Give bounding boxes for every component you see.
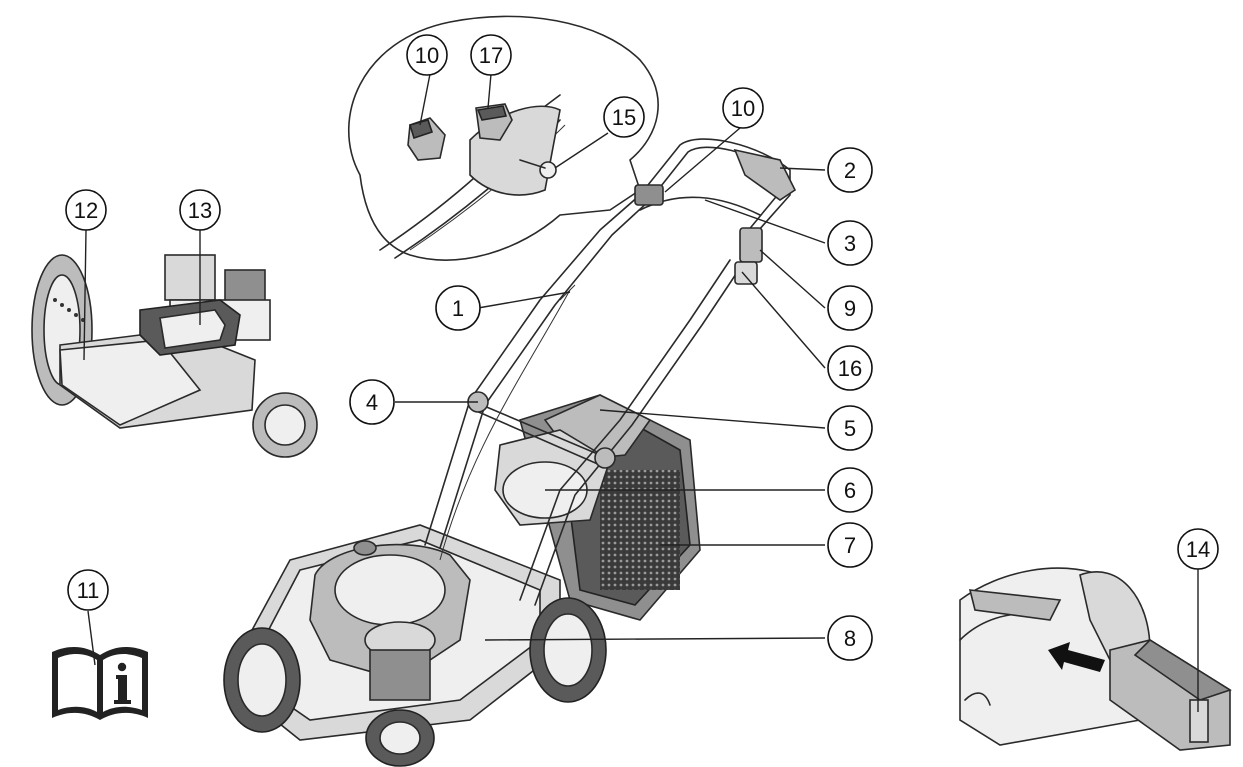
- mulch-insert-detail: [959, 567, 1232, 751]
- mulch-plug-handle: [1189, 699, 1209, 743]
- svg-text:8: 8: [844, 626, 856, 651]
- svg-text:4: 4: [366, 390, 378, 415]
- callout-4: 4: [349, 379, 395, 425]
- ignition-key-detail: [539, 161, 557, 179]
- callout-10-top: 10: [406, 34, 448, 76]
- callout-13: 13: [179, 189, 221, 231]
- front-left-wheel: [223, 627, 301, 733]
- handle-detail-bubble: [347, 15, 659, 261]
- throttle-control: [634, 184, 664, 206]
- callout-15: 15: [603, 96, 645, 138]
- callout-7: 7: [827, 522, 873, 568]
- callout-6: 6: [827, 467, 873, 513]
- callout-9: 9: [827, 285, 873, 331]
- callout-1: 1: [435, 285, 481, 331]
- svg-text:13: 13: [188, 198, 212, 223]
- svg-text:3: 3: [844, 231, 856, 256]
- svg-text:14: 14: [1186, 537, 1210, 562]
- handle-bar-top: [733, 148, 797, 201]
- callout-8: 8: [827, 615, 873, 661]
- svg-text:10: 10: [731, 96, 755, 121]
- svg-text:9: 9: [844, 296, 856, 321]
- callout-circles: 10 17 15 10 2 3 9 16: [65, 34, 1219, 661]
- manual-icon: [52, 646, 148, 720]
- svg-text:11: 11: [77, 578, 100, 603]
- callout-3: 3: [827, 220, 873, 266]
- svg-text:16: 16: [838, 356, 862, 381]
- svg-text:15: 15: [612, 105, 636, 130]
- callout-10-handle: 10: [722, 87, 764, 129]
- insert-arrow: [1048, 642, 1105, 672]
- svg-text:2: 2: [844, 158, 856, 183]
- callout-5: 5: [827, 405, 873, 451]
- callout-2: 2: [827, 147, 873, 193]
- callout-12: 12: [65, 189, 107, 231]
- svg-text:10: 10: [415, 43, 439, 68]
- front-right-wheel: [365, 709, 435, 767]
- svg-text:1: 1: [452, 296, 464, 321]
- callout-11: 11: [67, 569, 109, 611]
- svg-text:6: 6: [844, 478, 856, 503]
- rear-flap-detail: [31, 250, 318, 458]
- drive-control: [739, 227, 763, 263]
- svg-text:5: 5: [844, 416, 856, 441]
- svg-text:7: 7: [844, 533, 856, 558]
- callout-16: 16: [827, 345, 873, 391]
- rear-right-wheel: [529, 597, 607, 703]
- callout-17: 17: [470, 34, 512, 76]
- leader-lines: [83, 73, 1199, 712]
- svg-text:17: 17: [479, 43, 503, 68]
- svg-text:12: 12: [74, 198, 98, 223]
- callout-14: 14: [1177, 528, 1219, 570]
